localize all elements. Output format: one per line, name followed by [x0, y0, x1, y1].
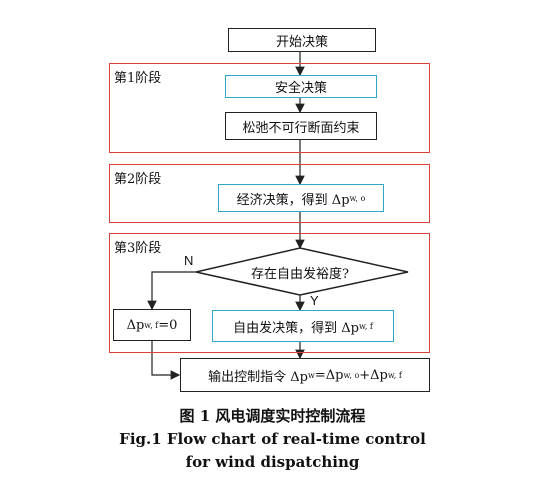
- stage-1-frame: [109, 63, 430, 153]
- stage-1-label: 第1阶段: [114, 71, 162, 86]
- economic-decision-sup: w, o: [349, 193, 366, 203]
- stage-2-frame: [109, 164, 430, 223]
- free-decision-text: 自由发决策，得到 Δp: [233, 320, 359, 336]
- safety-decision-text: 安全决策: [274, 81, 327, 96]
- output-sup-3: w, f: [387, 370, 402, 380]
- zero-prefix: Δp: [126, 317, 145, 333]
- decision-text: 存在自由发裕度?: [251, 266, 349, 282]
- caption-chinese: 图 1 风电调度实时控制流程: [179, 407, 366, 425]
- stage-3-label: 第3阶段: [114, 241, 162, 256]
- output-sup-1: w: [308, 370, 315, 380]
- relax-constraint-text: 松弛不可行断面约束: [242, 120, 360, 136]
- caption-english-line-1: Fig.1 Flow chart of real-time control: [119, 430, 426, 448]
- output-sup-2: w, o: [343, 370, 360, 380]
- output-prefix: 输出控制指令 Δp: [208, 369, 308, 385]
- caption-english-line-2: for wind dispatching: [185, 453, 360, 471]
- output-mid-1: =Δp: [314, 367, 344, 383]
- free-decision-sup: w, f: [358, 321, 373, 331]
- zero-suffix: =0: [158, 317, 178, 333]
- stage-2-label: 第2阶段: [114, 172, 162, 187]
- stage-3-frame: [109, 233, 430, 353]
- relax-constraint-node: 松弛不可行断面约束: [225, 112, 377, 140]
- output-mid-2: +Δp: [359, 367, 388, 383]
- zero-sup: w, f: [144, 320, 159, 330]
- start-node: 开始决策: [228, 28, 376, 52]
- economic-decision-text: 经济决策，得到 Δp: [236, 192, 350, 208]
- arrow-decision-to-zero: [147, 271, 196, 311]
- start-node-text: 开始决策: [275, 34, 328, 50]
- edge-label-yes: Y: [310, 293, 319, 308]
- safety-decision-node: 安全决策: [225, 75, 377, 98]
- edge-label-no: N: [184, 253, 194, 268]
